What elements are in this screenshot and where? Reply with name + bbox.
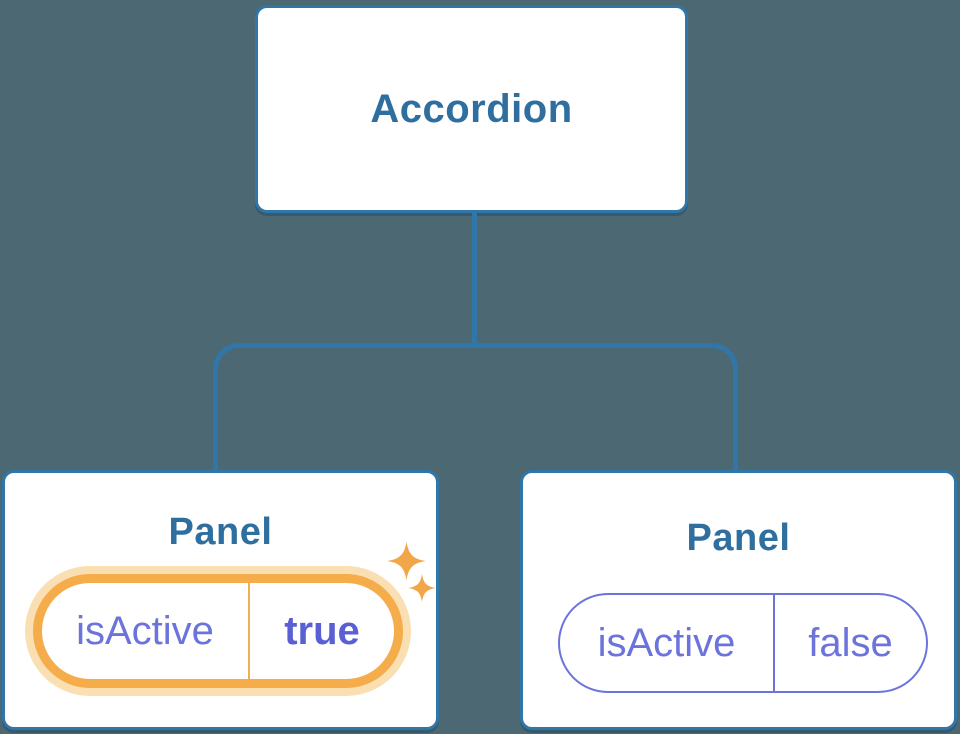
pill-divider: [248, 583, 250, 679]
prop-value: true: [284, 609, 360, 653]
pill-divider: [773, 595, 775, 691]
prop-name: isActive: [597, 621, 736, 665]
prop-pill-active: isActive true: [33, 574, 403, 688]
panel-node-label: Panel: [168, 511, 273, 553]
panel-node-label: Panel: [686, 517, 791, 559]
accordion-node-label: Accordion: [370, 86, 573, 131]
tree-connector-stem: [472, 212, 477, 345]
prop-value: false: [808, 621, 893, 665]
tree-node-panel-active: Panel isActive true: [2, 470, 439, 730]
tree-node-accordion: Accordion: [255, 5, 688, 213]
prop-pill-inactive: isActive false: [558, 593, 928, 693]
sparkle-icon-small: [408, 574, 436, 602]
sparkle-icon-large: [387, 541, 426, 581]
tree-node-panel-inactive: Panel isActive false: [520, 470, 957, 730]
prop-name: isActive: [76, 609, 214, 653]
tree-connector-bracket: [213, 343, 738, 470]
